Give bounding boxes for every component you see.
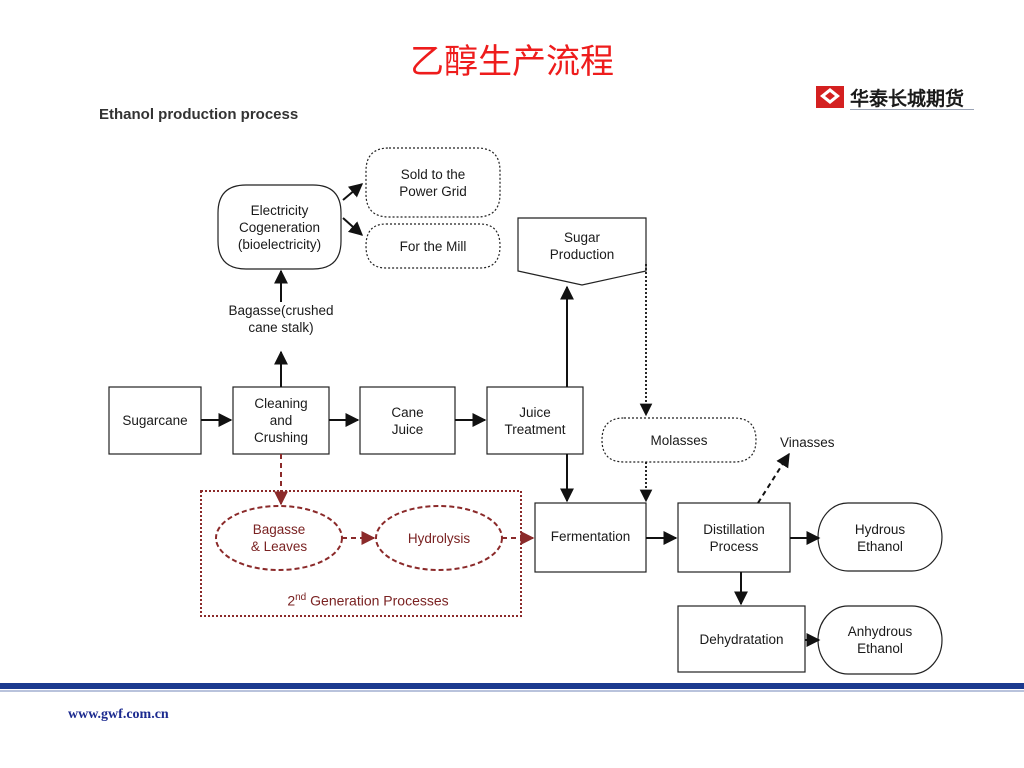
brand-underline [850,109,974,110]
power-grid-box [365,147,501,218]
juice-treatment-label: Juice Treatment [504,404,566,437]
hydrous-ethanol-capsule [817,502,943,572]
second-generation-frame [200,490,522,617]
brand-logo: 华泰长城期货 [814,82,974,112]
brand-emblem-icon [816,86,844,108]
fermentation-label: Fermentation [550,529,631,544]
for-mill-box [365,223,501,269]
footer-url: www.gwf.com.cn [68,707,169,722]
dehydratation-label: Dehydratation [699,631,784,647]
cleaning-label: Cleaning and Crushing [253,396,309,445]
footer-bar-light [0,690,1024,692]
molasses-box [601,417,757,463]
anhydrous-ethanol-capsule [817,605,943,675]
gen2-suffix: nd [295,592,307,603]
sugar-production-box [517,217,647,286]
bagasse-label: Bagasse(crushed cane stalk) [228,303,334,335]
slide-title: 乙醇生产流程 [410,42,614,82]
arrow-electricity-mill [342,217,364,236]
second-generation-label: 2nd Generation Processes [258,592,478,609]
footer-bar [0,683,1024,689]
dehydratation-box [677,605,806,673]
sugarcane-box [108,386,202,455]
distillation-box [677,502,791,573]
gen2-text: Generation Processes [306,592,449,609]
juice-treatment-box [486,386,584,455]
bagasse-leaves-label: Bagasse & Leaves [250,522,308,554]
gen2-number: 2 [287,592,296,609]
electricity-label: Electricity Cogeneration (bioelectricity… [237,202,322,252]
fermentation-box [534,502,647,573]
hydrous-ethanol-label: Hydrous Ethanol [854,521,906,554]
cane-juice-label: Cane Juice [391,404,424,437]
cane-juice-box [359,386,456,455]
hydrolysis-label: Hydrolysis [407,530,471,546]
anhydrous-ethanol-label: Anhydrous Ethanol [847,624,913,656]
brand-name: 华泰长城期货 [850,88,965,110]
molasses-label: Molasses [650,432,708,448]
arrow-distillation-vinasses [757,452,790,504]
vinasses-label: Vinasses [780,435,835,450]
arrow-electricity-grid [342,183,364,201]
diagram-heading: Ethanol production process [99,106,299,123]
electricity-box [217,184,342,270]
distillation-label: Distillation Process [703,521,765,554]
for-mill-label: For the Mill [399,238,467,254]
power-grid-label: Sold to the Power Grid [399,166,467,199]
sugar-production-label: Sugar Production [549,230,615,262]
sugarcane-label: Sugarcane [122,413,188,428]
